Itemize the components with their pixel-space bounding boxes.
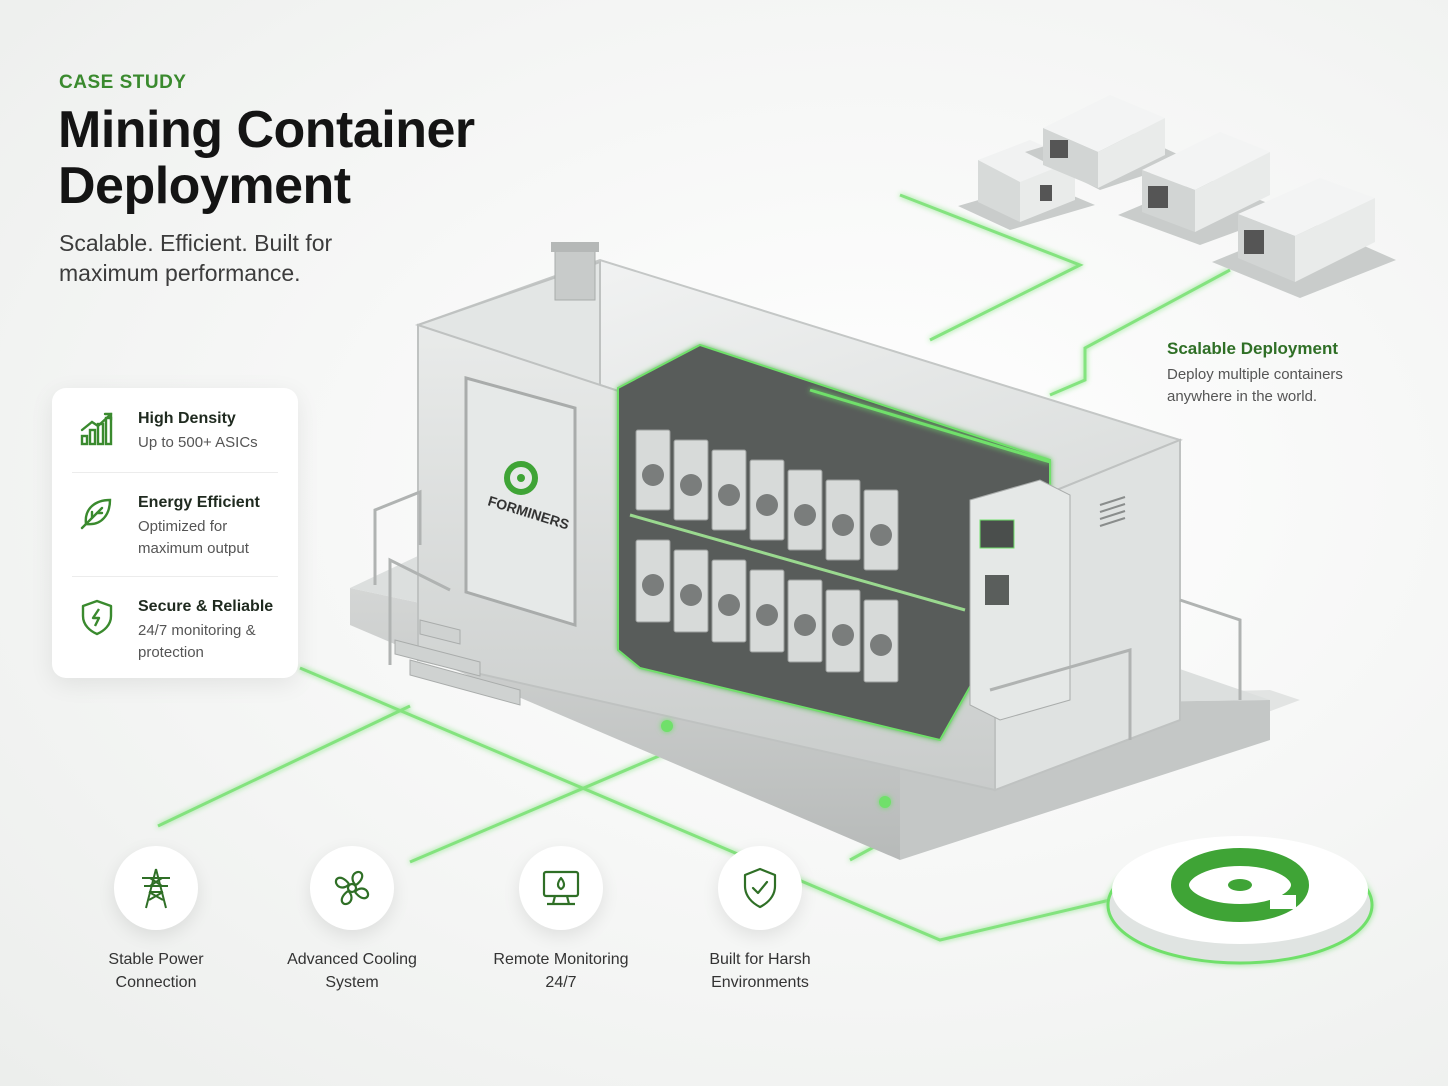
entry-stairs — [394, 619, 521, 706]
shield-bolt-icon — [81, 599, 113, 636]
icon-circle — [519, 846, 603, 930]
subtitle-line-2: maximum performance. — [59, 260, 301, 286]
feature-desc: Optimized for maximum output — [138, 518, 249, 557]
vent-grill — [1099, 496, 1126, 527]
feature-card: High Density Up to 500+ ASICs Energy Eff… — [52, 388, 298, 678]
bottom-item-label: Advanced Cooling System — [287, 951, 417, 991]
monitor-icon — [542, 870, 580, 906]
shield-check-icon — [743, 867, 777, 909]
bottom-item-label: Remote Monitoring 24/7 — [493, 951, 629, 991]
feature-item-density: High Density Up to 500+ ASICs — [52, 388, 298, 484]
brand-disc — [1106, 836, 1374, 965]
feature-title: Secure & Reliable — [138, 598, 274, 615]
feature-item-efficient: Energy Efficient Optimized for maximum o… — [52, 472, 298, 568]
fan-icon — [334, 870, 370, 906]
icon-circle — [310, 846, 394, 930]
page-subtitle: Scalable. Efficient. Built for maximum p… — [59, 228, 389, 288]
asic-fans-lower — [642, 574, 892, 656]
eyebrow-label: CASE STUDY — [59, 72, 187, 93]
control-cabinet — [969, 479, 1071, 721]
bottom-item-power: Stable Power Connection — [71, 846, 241, 994]
icon-circle — [114, 846, 198, 930]
remote-container-4 — [1212, 178, 1396, 298]
forminers-logo — [504, 461, 538, 495]
railing — [373, 489, 1242, 740]
scalable-title: Scalable Deployment — [1167, 339, 1339, 358]
feature-desc: 24/7 monitoring & protection — [138, 622, 256, 661]
page-title: Mining Container Deployment — [58, 102, 578, 214]
feature-desc: Up to 500+ ASICs — [138, 434, 258, 451]
bottom-item-cooling: Advanced Cooling System — [267, 846, 437, 994]
remote-container-3 — [1118, 132, 1290, 245]
bottom-item-label: Built for Harsh Environments — [709, 951, 811, 991]
divider — [72, 472, 278, 473]
title-line-1: Mining Container — [58, 101, 475, 159]
feature-title: High Density — [138, 410, 236, 427]
divider — [72, 576, 278, 577]
title-line-2: Deployment — [58, 157, 351, 215]
bottom-item-harsh: Built for Harsh Environments — [675, 846, 845, 994]
scalable-desc: Deploy multiple containers anywhere in t… — [1167, 366, 1343, 405]
subtitle-line-1: Scalable. Efficient. Built for — [59, 230, 333, 256]
power-markers — [661, 720, 891, 808]
feature-title: Energy Efficient — [138, 494, 260, 511]
bottom-item-monitoring: Remote Monitoring 24/7 — [476, 846, 646, 994]
feature-item-secure: Secure & Reliable 24/7 monitoring & prot… — [52, 576, 298, 672]
power-tower-icon — [142, 868, 170, 909]
asic-fans-upper — [642, 464, 892, 546]
icon-circle — [718, 846, 802, 930]
leaf-icon — [80, 498, 112, 530]
bar-chart-growth-icon — [80, 412, 113, 446]
bottom-item-label: Stable Power Connection — [108, 951, 204, 991]
asic-miners-upper — [635, 429, 899, 571]
